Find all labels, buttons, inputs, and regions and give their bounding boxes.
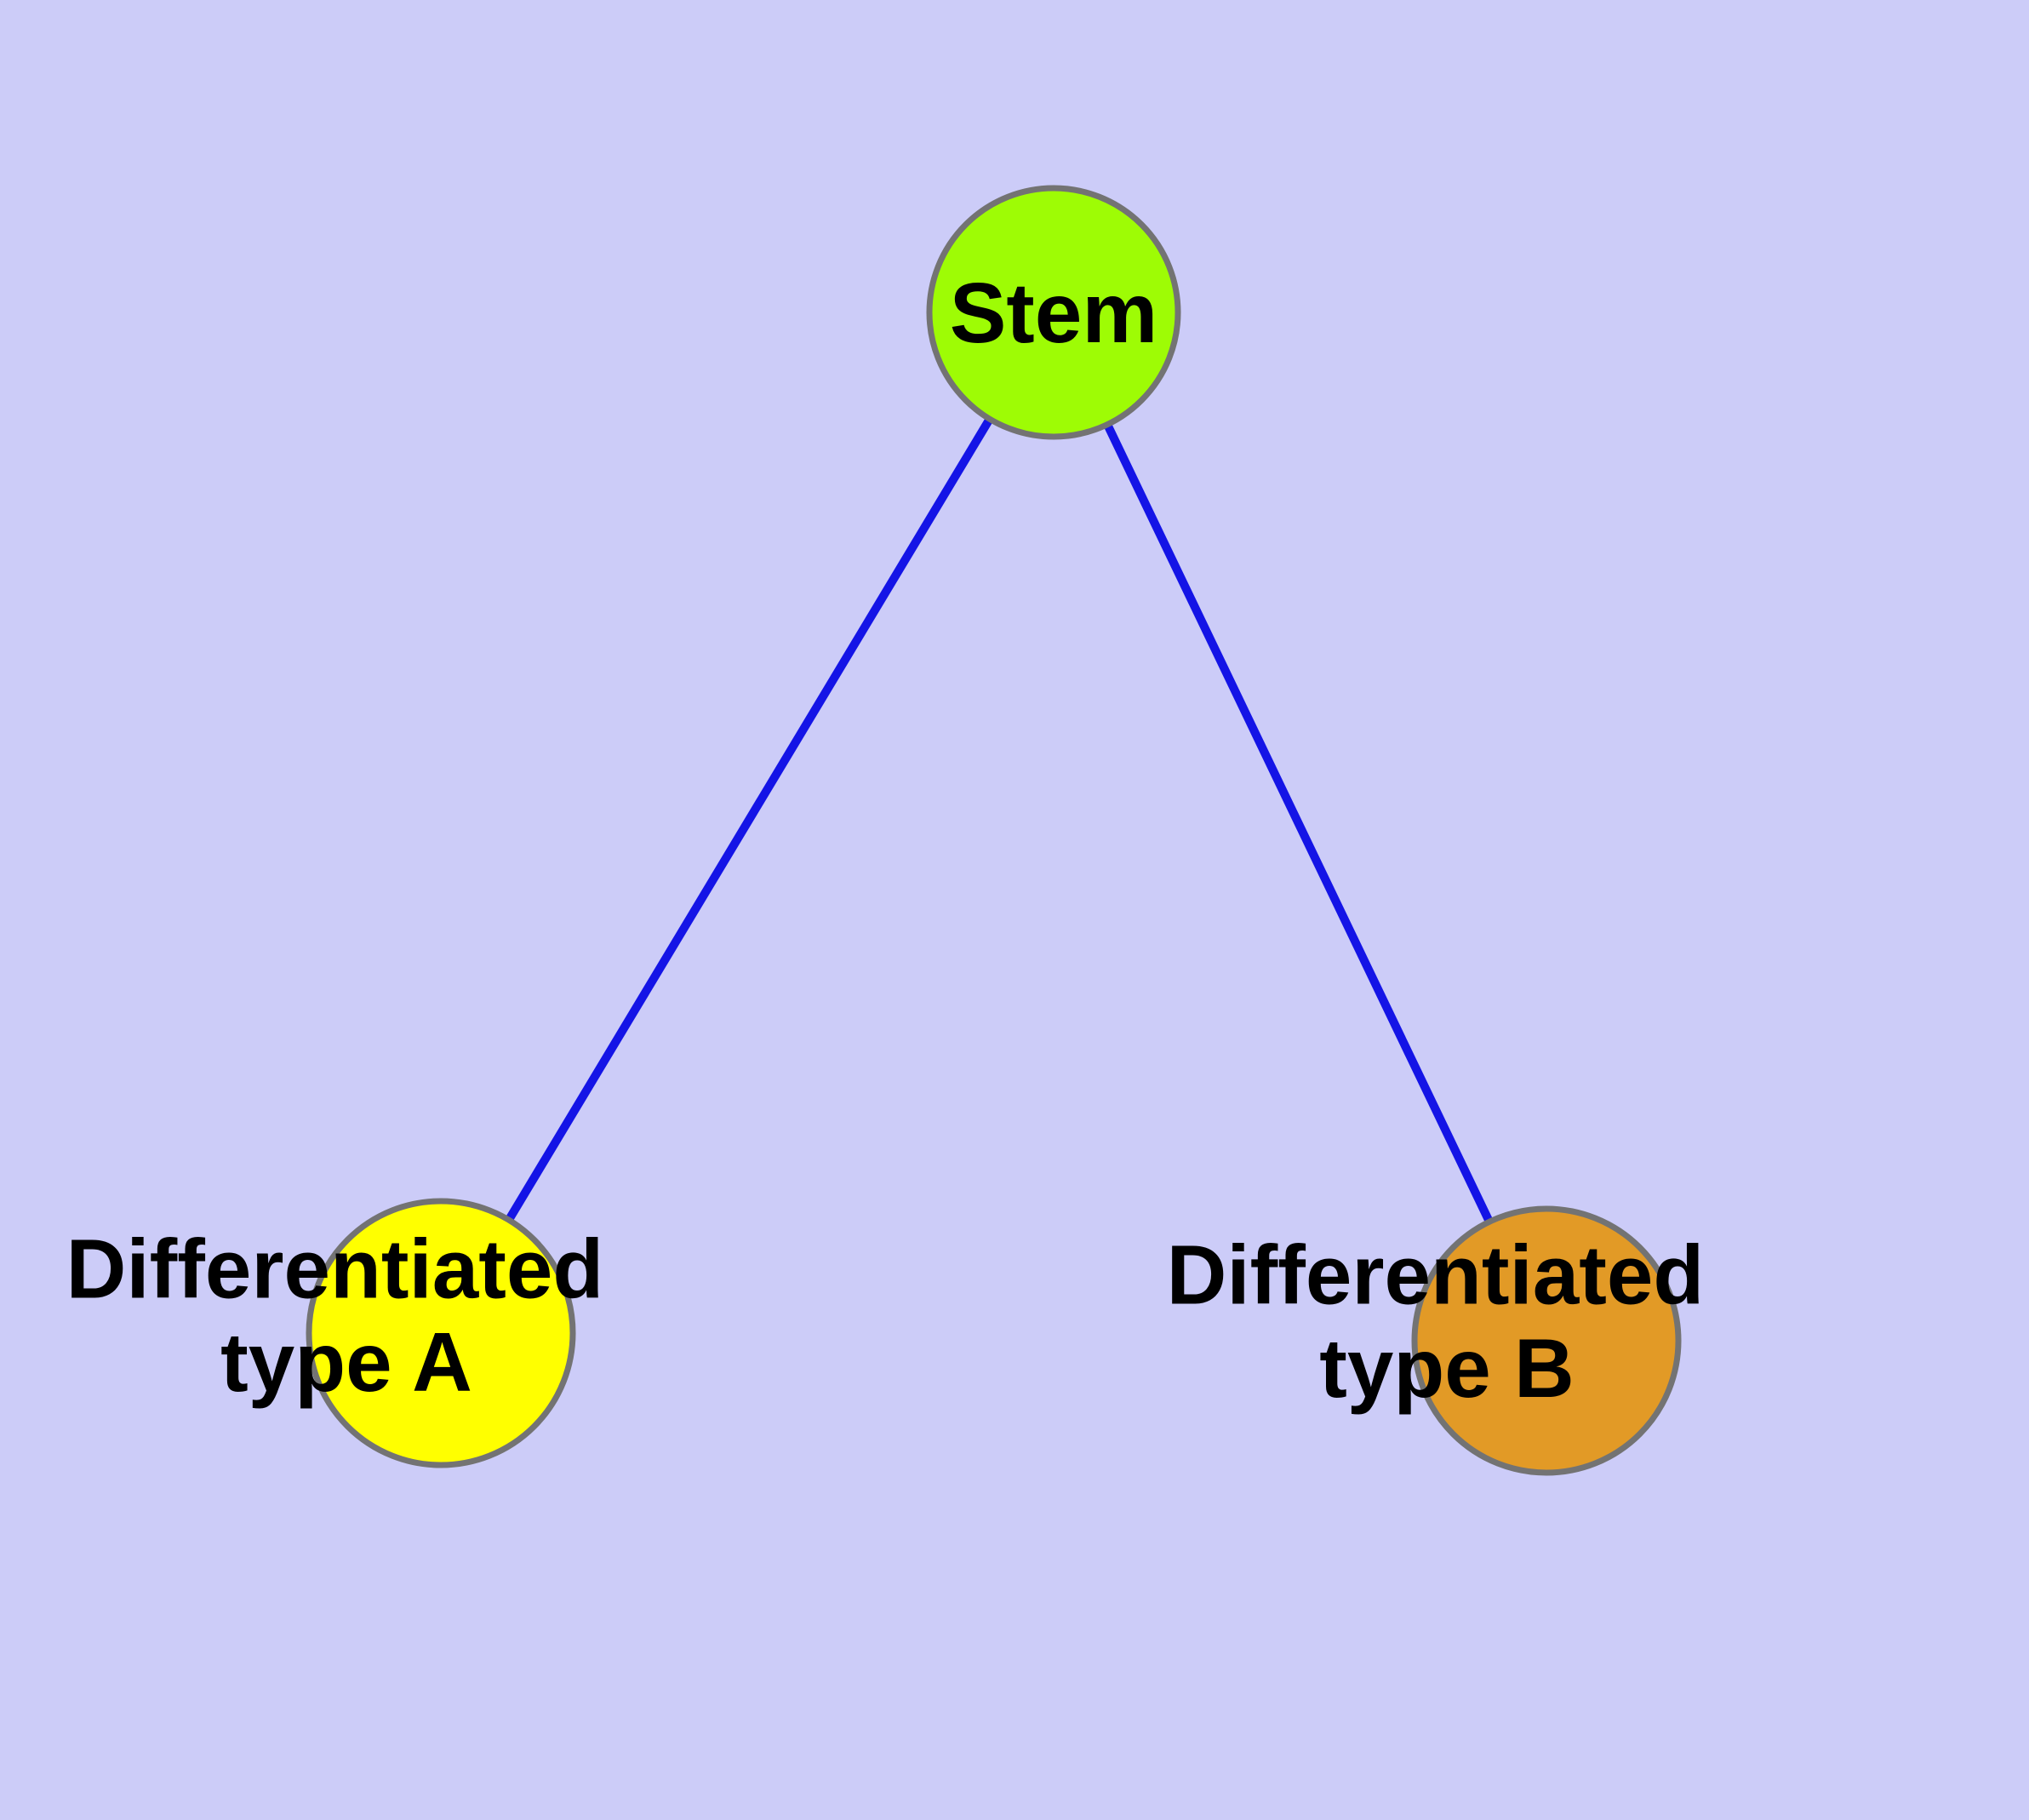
- node-differentiated-type-a-label-line-1: Differentiated: [66, 1222, 604, 1315]
- node-layer: [306, 185, 1682, 1476]
- node-differentiated-type-b-label-line-2: type B: [1319, 1321, 1575, 1415]
- node-stem[interactable]: [926, 185, 1181, 440]
- node-stem-label: Stem: [950, 266, 1158, 361]
- node-differentiated-type-a-label-line-2: type A: [220, 1315, 472, 1409]
- edge-stem-to-differentiated-type-a[interactable]: [437, 310, 1058, 1336]
- node-stem-circle[interactable]: [926, 185, 1181, 440]
- node-stem-label-line-1: Stem: [950, 266, 1158, 361]
- label-layer: Stem Differentiated type A Differentiate…: [66, 266, 1728, 1415]
- node-differentiated-type-b-label-line-1: Differentiated: [1167, 1228, 1705, 1321]
- node-differentiated-type-b-circle[interactable]: [1411, 1205, 1682, 1476]
- node-differentiated-type-a[interactable]: [306, 1198, 576, 1468]
- node-differentiated-type-b-label: Differentiated type B: [1167, 1228, 1728, 1415]
- node-differentiated-type-a-label: Differentiated type A: [66, 1222, 627, 1409]
- edge-stem-to-differentiated-type-b[interactable]: [1049, 310, 1551, 1343]
- node-differentiated-type-a-circle[interactable]: [306, 1198, 576, 1468]
- edge-layer: [437, 310, 1551, 1343]
- node-differentiated-type-b[interactable]: [1411, 1205, 1682, 1476]
